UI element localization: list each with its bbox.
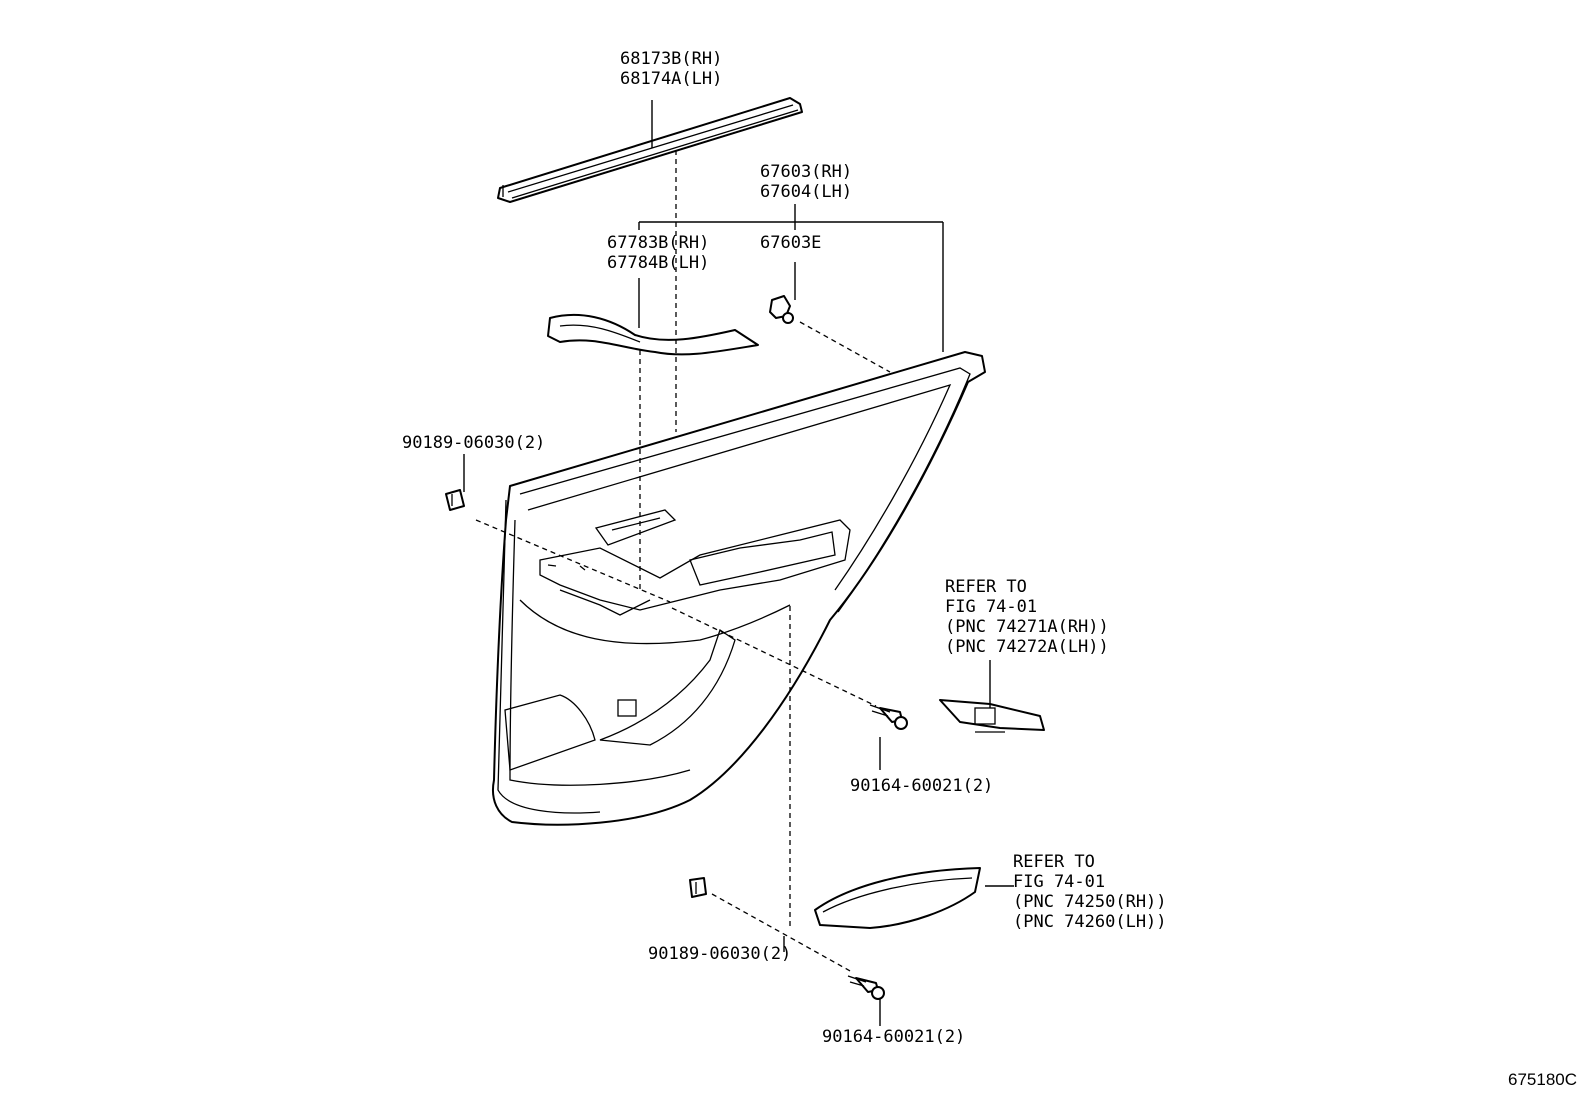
door-trim-board <box>492 351 986 826</box>
label-switch-ref-4: (PNC 74272A(LH)) <box>945 637 1109 657</box>
label-ornament-rh: 67783B(RH) <box>607 233 710 253</box>
label-ornament-lh: 67784B(LH) <box>607 253 710 273</box>
label-armrest-ref-3: (PNC 74250(RH)) <box>1013 892 1167 912</box>
label-trim-board-lh: 67604(LH) <box>760 182 853 202</box>
figure-id: 675180C <box>1508 1070 1578 1089</box>
label-screw-lower: 90164-60021(2) <box>822 1027 966 1047</box>
label-switch-ref-2: FIG 74-01 <box>945 597 1038 617</box>
label-trim-board-rh: 67603(RH) <box>760 162 853 182</box>
label-moulding-rh: 68173B(RH) <box>620 49 723 69</box>
ornament-panel <box>547 313 759 356</box>
label-clip-upper: 90189-06030(2) <box>402 433 546 453</box>
screw-90164-lower <box>847 975 885 1000</box>
leader-lines <box>463 100 1014 1026</box>
label-switch-ref-1: REFER TO <box>945 577 1027 597</box>
belt-moulding-strip <box>497 97 803 203</box>
label-clip-67603e: 67603E <box>760 233 822 253</box>
label-armrest-ref-4: (PNC 74260(LH)) <box>1013 912 1167 932</box>
clip-90189-upper <box>445 489 465 511</box>
label-armrest-ref-1: REFER TO <box>1013 852 1095 872</box>
armrest-panel <box>814 867 981 929</box>
clip-90189-lower <box>689 877 707 898</box>
clip-67603e <box>769 295 794 324</box>
assembly-dashed-lines <box>475 150 891 973</box>
label-armrest-ref-2: FIG 74-01 <box>1013 872 1106 892</box>
label-moulding-lh: 68174A(LH) <box>620 69 723 89</box>
switch-base-part <box>939 699 1045 733</box>
label-clip-lower: 90189-06030(2) <box>648 944 792 964</box>
label-switch-ref-3: (PNC 74271A(RH)) <box>945 617 1109 637</box>
screw-90164-upper <box>869 704 908 730</box>
label-screw-upper: 90164-60021(2) <box>850 776 994 796</box>
